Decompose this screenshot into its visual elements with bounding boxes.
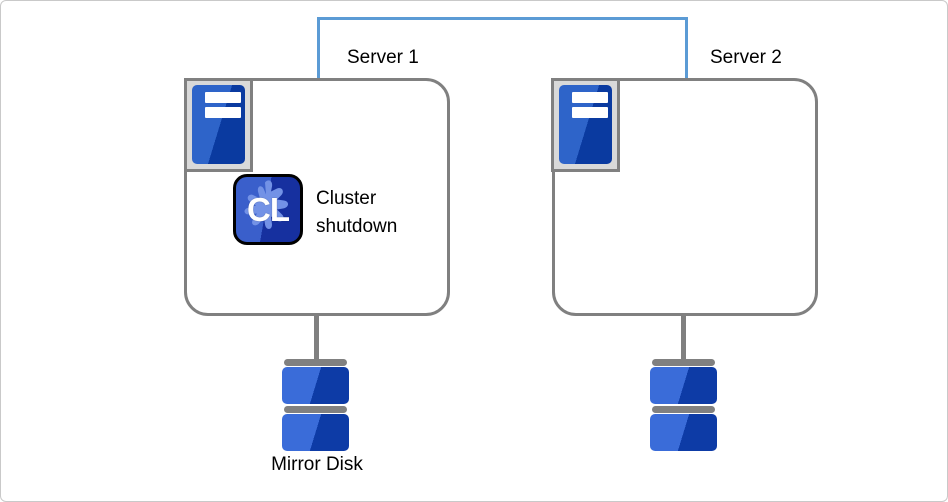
disk-cap	[652, 359, 715, 366]
disk-platter	[282, 414, 349, 451]
mirror-disk-label: Mirror Disk	[271, 454, 363, 475]
heartbeat-connector-line	[317, 17, 688, 78]
mirror-disk-icon-2	[650, 359, 717, 451]
cl-badge-text: CL	[247, 190, 290, 228]
drive-bay-slot	[572, 107, 608, 118]
server-1-tower-icon	[184, 78, 253, 172]
server-2-label: Server 2	[710, 47, 782, 68]
drive-bay-slot	[205, 92, 241, 103]
server-2-tower-icon	[551, 78, 620, 172]
disk-cap	[284, 406, 347, 413]
mirror-disk-icon-1	[282, 359, 349, 451]
disk-cap	[652, 406, 715, 413]
cluster-shutdown-badge: CL	[233, 174, 303, 245]
drive-bay-slot	[205, 107, 241, 118]
cluster-shutdown-label: Cluster shutdown	[316, 188, 398, 237]
disk-platter	[650, 367, 717, 404]
tower-body	[559, 85, 612, 164]
disk-cap	[284, 359, 347, 366]
server-2-disk-link-line	[681, 313, 686, 361]
drive-bay-slot	[572, 92, 608, 103]
server-1-label: Server 1	[347, 47, 419, 68]
disk-platter	[650, 414, 717, 451]
gear-splat-icon	[244, 180, 289, 229]
tower-body	[192, 85, 245, 164]
server-1-disk-link-line	[314, 313, 319, 361]
disk-platter	[282, 367, 349, 404]
